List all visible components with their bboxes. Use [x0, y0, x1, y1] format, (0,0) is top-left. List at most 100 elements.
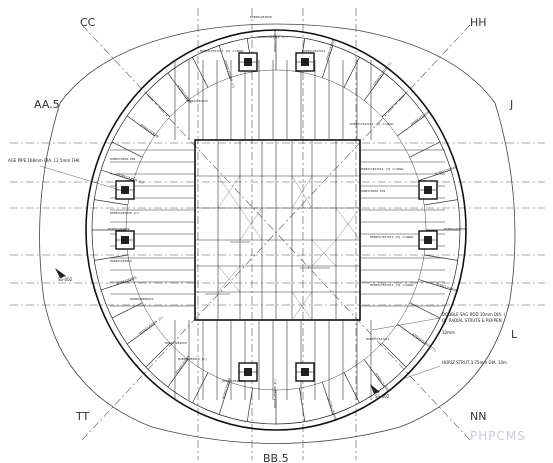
radial-beam	[381, 342, 407, 368]
annotations: DOUBLE SAG ROD 10mm DIA. ( OF RADIAL STR…	[8, 158, 507, 399]
radial-beam-tag: H350X125X9X9	[139, 123, 159, 139]
radial-beam	[111, 302, 143, 319]
grid-label-j: J	[509, 98, 513, 111]
radial-beam	[409, 302, 441, 319]
beam-tag: H350X125X6X9	[165, 341, 187, 345]
watermark: PHPCMS	[470, 429, 526, 443]
radial-beam	[322, 45, 334, 78]
radial-beam	[424, 199, 458, 206]
mega-column	[238, 52, 258, 72]
beam-tag: H300X150X6.5X9	[360, 189, 385, 193]
shaft-mark	[239, 207, 263, 241]
beam-tag: H350X125X9X9 [C]	[110, 211, 139, 215]
radial-beam	[418, 279, 452, 291]
radial-beam-tag: H350X125X6X9	[325, 39, 336, 61]
perimeter-columns	[115, 52, 438, 382]
radial-beam-tag: H350X125X9X9	[444, 227, 466, 231]
radial-beams	[92, 36, 460, 424]
right-note-line-2: OF RADIAL STRUTS & PERPEN	[442, 318, 502, 323]
shaft-mark	[217, 265, 241, 293]
shaft-mark	[291, 291, 313, 321]
radial-beam-tag: H350X125X6X9	[327, 398, 338, 420]
beam-tag: H350X175X7X11 [3] C=20mm	[370, 283, 414, 287]
mega-column	[115, 230, 135, 250]
radial-beam-tag: H350X125X6X9	[108, 227, 130, 231]
radial-beam	[94, 254, 128, 261]
mega-column	[238, 362, 258, 382]
mega-column	[115, 180, 135, 200]
floor-bays	[110, 60, 445, 400]
left-note-line: AGE PIPE 168mm DIA. 12.5mm THK	[8, 158, 80, 163]
beam-tag: H350X125X9X9 [C]	[258, 35, 287, 39]
beam-tag: H350X125X6X9	[186, 99, 208, 103]
radial-beam	[409, 141, 441, 158]
mega-column	[295, 52, 315, 72]
radial-beam	[299, 387, 306, 422]
radial-beam	[192, 56, 209, 88]
beam-tag: H350X125X9X9	[222, 379, 244, 383]
grid-label-aa5: AA.5	[34, 98, 60, 111]
beam-tag: H350X125X9X9	[250, 15, 272, 19]
section-mark-right: SS-002	[375, 394, 390, 399]
beam-tag: H350X125X9X9	[110, 259, 132, 263]
right-note-line-4: HORIZ STRUT 3.75mm DIA. 10m	[442, 360, 507, 365]
core-shaft-marks	[217, 175, 361, 321]
grid-label-cc: CC	[80, 16, 96, 29]
right-note-line-3: 10mm	[442, 330, 455, 335]
grid-bubbles: CC HH AA.5 J L TT NN BB.5	[34, 16, 518, 463]
radial-beam	[363, 359, 385, 388]
radial-beam	[381, 92, 407, 118]
shaft-mark	[335, 207, 361, 241]
radial-beam	[424, 254, 458, 261]
radial-beam	[145, 342, 171, 368]
radial-beam	[111, 141, 143, 158]
radial-beam	[218, 382, 230, 415]
beam-tag: H300X150X6.5X9	[110, 157, 135, 161]
radial-beam	[167, 359, 189, 388]
radial-beam-tag: H350X125X9X9	[273, 30, 277, 52]
grid-lines	[10, 8, 545, 460]
radial-beam	[218, 45, 230, 78]
radial-beam-tag: H350X125X6X9	[435, 282, 457, 293]
radial-beam	[145, 92, 171, 118]
radial-beam	[100, 169, 134, 181]
radial-beam	[418, 169, 452, 181]
grid-label-l: L	[511, 328, 518, 341]
beam-tag: H350X175X7X11	[366, 337, 390, 341]
radial-beam-tag: H350X125X9X9 [C]	[273, 379, 277, 408]
beam-tag: H350X175X7X11 [3] C=20mm	[360, 167, 404, 171]
mega-column	[418, 180, 438, 200]
mega-column	[418, 230, 438, 250]
outer-facade-outline	[39, 23, 516, 444]
beam-tag: H400X200X8X13	[130, 297, 154, 301]
radial-beam-tag: H350X125X9X9 [C]	[138, 315, 164, 335]
grid-label-bottom: BB.5	[263, 452, 289, 463]
radial-beam-tag: H350X125X9X9	[410, 110, 430, 126]
radial-beam	[363, 72, 385, 101]
beam-tag: H350X175X7X11 [5] C=40mm	[370, 235, 414, 239]
radial-beam-tag: H350X125X9X9	[115, 275, 137, 286]
shaft-mark	[291, 175, 313, 209]
grid-label-nn: NN	[470, 410, 486, 423]
core	[194, 139, 361, 321]
shaft-mark	[217, 175, 241, 209]
radial-beam-tag: H350X125X9X9 [C]	[223, 60, 236, 89]
radial-beam	[246, 387, 253, 422]
radial-beam-tag: H350X125X6X9	[435, 165, 457, 176]
beam-tag: H350X175X7X11	[302, 49, 326, 53]
beam-tag: H350X175X7X11 [5] C=40mm	[200, 49, 244, 53]
beam-tag: H350X125X9X9 [C]	[178, 357, 207, 361]
mega-column	[295, 362, 315, 382]
floor-edge-outer	[85, 29, 467, 431]
radial-beam-tag: H350X125X9X9	[221, 378, 232, 400]
radial-beam	[192, 372, 209, 404]
section-mark-left: SS-002	[58, 277, 73, 282]
core-partitions	[195, 140, 360, 320]
radial-beam	[397, 115, 426, 137]
radial-beam	[126, 323, 155, 345]
radial-beam	[126, 115, 155, 137]
grid-label-tt: TT	[75, 410, 90, 423]
